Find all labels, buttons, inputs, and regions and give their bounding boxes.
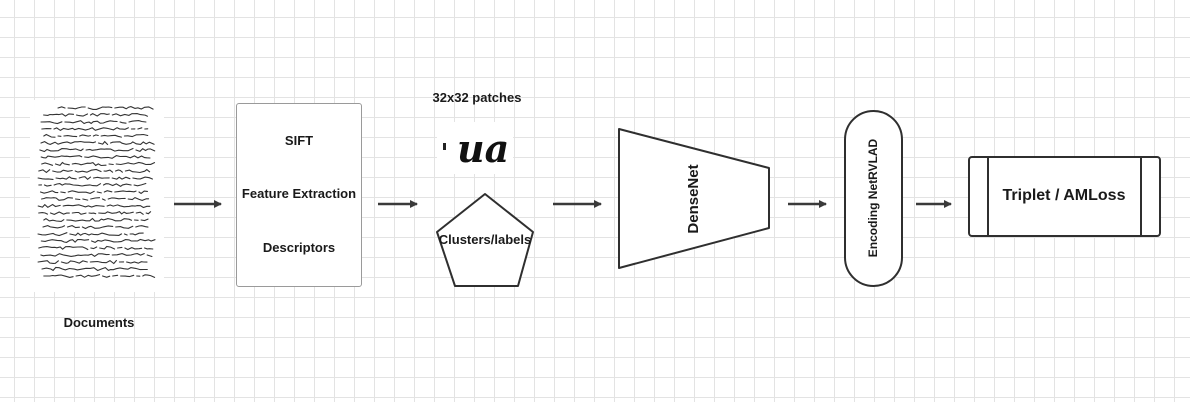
netrvlad-label: Encoding NetRVLAD bbox=[866, 138, 880, 257]
clusters-label: Clusters/labels bbox=[439, 232, 532, 247]
loss-label: Triplet / AMLoss bbox=[1003, 187, 1126, 204]
sift-label: SIFT bbox=[284, 133, 314, 148]
handwriting-line bbox=[41, 266, 148, 272]
feature-extraction-label: Feature Extraction bbox=[241, 186, 357, 201]
handwriting-line bbox=[41, 161, 156, 167]
handwriting-line bbox=[40, 155, 151, 159]
handwritten-document-image bbox=[30, 100, 164, 292]
densenet-trapezoid bbox=[618, 128, 770, 269]
handwriting-line bbox=[37, 203, 151, 209]
loss-box bbox=[968, 156, 1161, 237]
netrvlad-capsule bbox=[844, 110, 903, 287]
handwriting-line bbox=[40, 253, 153, 258]
sift-feature-extraction-box: SIFT Feature Extraction Descriptors bbox=[236, 103, 362, 287]
handwriting-line bbox=[39, 190, 148, 195]
handwriting-line bbox=[39, 147, 156, 153]
handwriting-line bbox=[38, 210, 152, 215]
handwriting-line bbox=[43, 274, 156, 278]
handwriting-line bbox=[57, 106, 154, 110]
clusters-pentagon bbox=[436, 193, 534, 287]
handwriting-line bbox=[42, 225, 149, 230]
handwriting-line bbox=[37, 176, 153, 181]
patch-sample-text: ua bbox=[457, 126, 509, 171]
descriptors-label: Descriptors bbox=[262, 240, 336, 255]
handwriting-line bbox=[43, 112, 149, 117]
densenet-label: DenseNet bbox=[685, 164, 702, 233]
handwriting-line bbox=[38, 182, 147, 187]
handwriting-line bbox=[37, 259, 148, 265]
handwriting-line bbox=[40, 120, 147, 125]
handwriting-line bbox=[41, 127, 149, 132]
handwriting-patch-image: ua bbox=[437, 122, 513, 174]
documents-label: Documents bbox=[63, 315, 135, 330]
handwriting-line bbox=[38, 245, 154, 251]
patches-title: 32x32 patches bbox=[432, 90, 522, 105]
